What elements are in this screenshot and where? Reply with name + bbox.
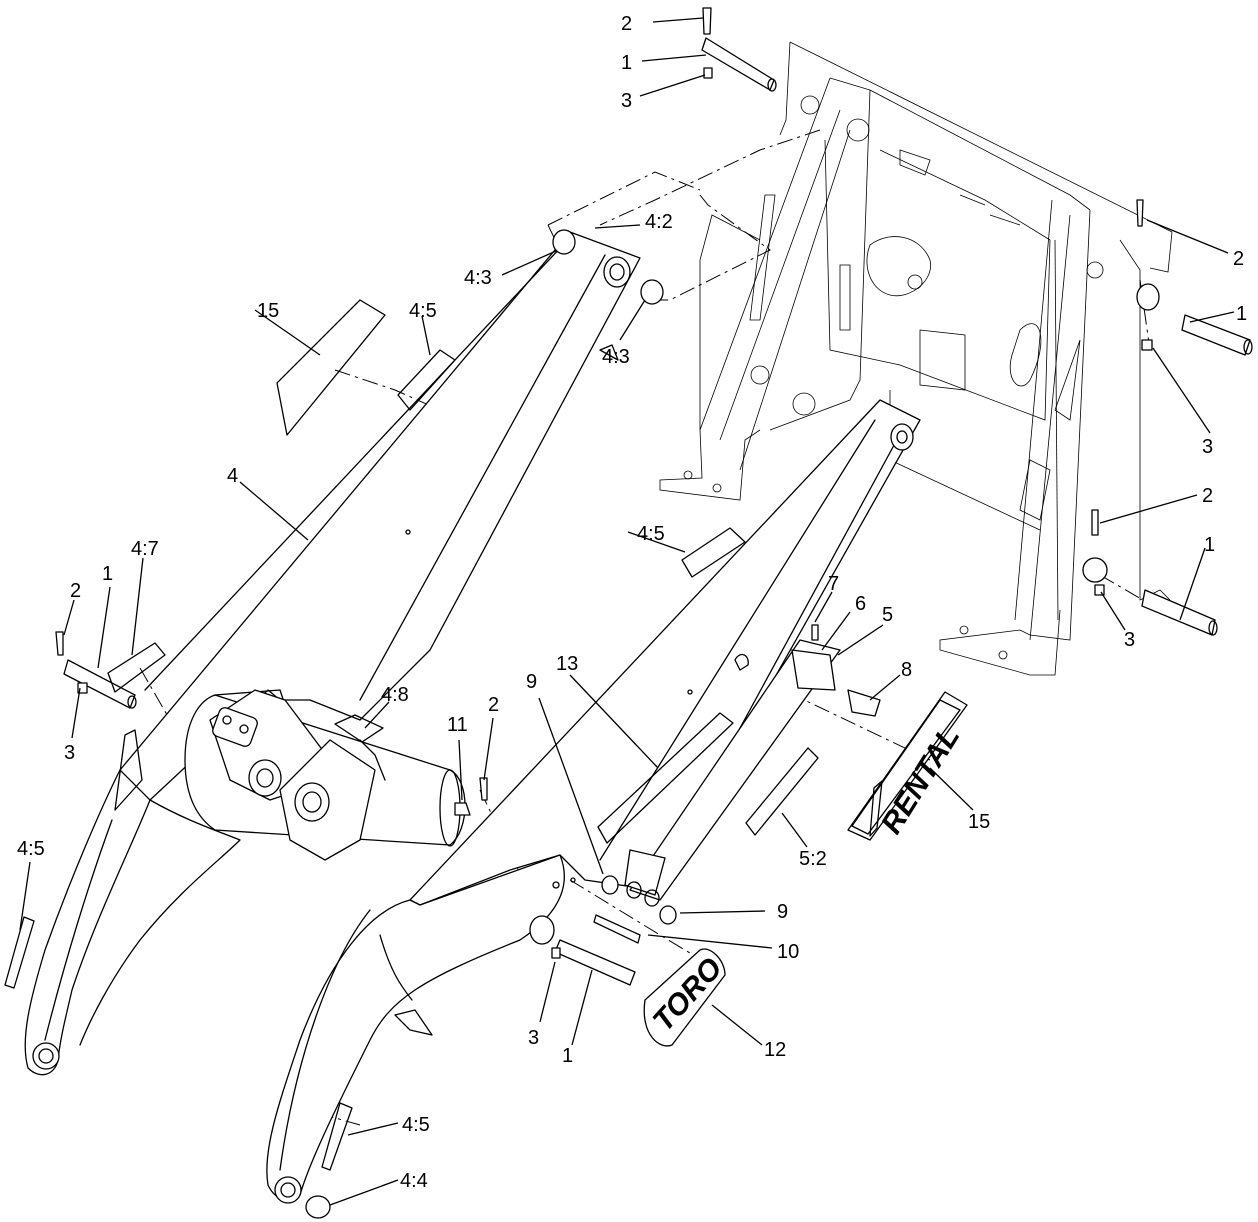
decal-4-8 (334, 714, 384, 743)
callout-label: 2 (1202, 485, 1213, 507)
loader-arm (24, 231, 921, 1204)
callout-label: 2 (488, 694, 499, 716)
callout-label: 4:2 (645, 211, 673, 233)
callout-label: 4:8 (381, 684, 409, 706)
callout-label: 11 (447, 714, 468, 736)
callout-label: 1 (102, 563, 113, 585)
callout-label: 2 (1233, 248, 1244, 270)
decal-4-7 (107, 642, 166, 693)
callout-label: 3 (1124, 629, 1135, 651)
decal-15-left (276, 299, 386, 436)
decal-4-5-right-arm (681, 527, 746, 578)
callout-label: 6 (855, 593, 866, 615)
callout-label: 15 (257, 300, 279, 322)
callout-label: 8 (901, 659, 912, 681)
decal-13 (597, 712, 734, 844)
callout-label: 2 (621, 13, 632, 35)
decal-4-5-bottom (321, 1102, 353, 1171)
callout-labels: 2 1 3 4:2 4:3 4:3 15 4:5 2 1 3 4 4:5 2 1… (17, 13, 1247, 1192)
leader-lines (19, 17, 1235, 1206)
decal-5-2 (745, 747, 819, 836)
callout-label: 5:2 (799, 848, 827, 870)
toro-decal: TORO (643, 948, 729, 1047)
callout-label: 7 (828, 573, 839, 595)
callout-label: 13 (556, 653, 578, 675)
callout-label: 12 (764, 1039, 786, 1061)
callout-label: 9 (777, 901, 788, 923)
callout-label: 3 (1202, 436, 1213, 458)
callout-label: 4:7 (131, 538, 159, 560)
decal-4-5-top (397, 349, 456, 411)
callout-label: 1 (562, 1045, 573, 1067)
decal-4-5-left-arm (4, 916, 35, 989)
callout-label: 3 (528, 1027, 539, 1049)
callout-label: 1 (1204, 534, 1215, 556)
hardware (55, 7, 1253, 1219)
callout-label: 1 (621, 52, 632, 74)
callout-label: 4:4 (400, 1170, 428, 1192)
callout-label: 3 (621, 90, 632, 112)
callout-label: 4:3 (602, 346, 630, 368)
callout-label: 3 (64, 742, 75, 764)
callout-label: 4:5 (637, 523, 665, 545)
decals: RENTAL TORO (4, 299, 968, 1171)
callout-label: 4:5 (17, 838, 45, 860)
callout-label: 5 (882, 604, 893, 626)
callout-label: 2 (70, 580, 81, 602)
callout-label: 4 (227, 465, 238, 487)
callout-label: 15 (968, 811, 990, 833)
callout-label: 9 (526, 671, 537, 693)
callout-label: 4:5 (402, 1114, 430, 1136)
callout-label: 4:5 (409, 300, 437, 322)
callout-label: 1 (1236, 303, 1247, 325)
callout-label: 10 (777, 941, 799, 963)
callout-label: 4:3 (464, 267, 492, 289)
